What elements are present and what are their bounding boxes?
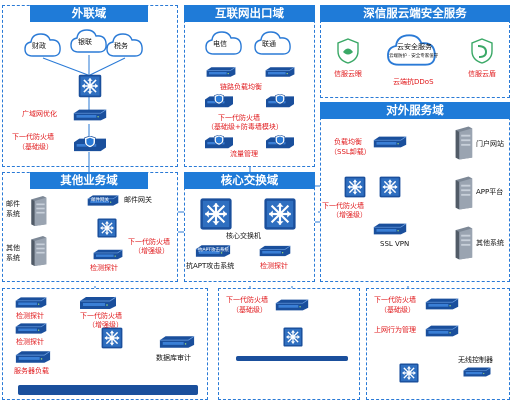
label-firewall-bottom-right-1: 下一代防火墙 [374,296,416,304]
zone-title-core: 核心交换域 [184,172,315,189]
server-lb-icon [14,350,52,364]
server-icon-other [28,236,48,266]
label-firewall-external-1: 下一代防火墙 [12,133,54,141]
firewall-icon-internet-b [264,94,296,108]
cloud-label-finance: 财政 [32,42,46,50]
label-lb-services-1: 负载均衡 [334,138,362,146]
label-mail-2: 系统 [6,210,20,218]
lb-icon-services [372,135,408,149]
cloud-eye-icon [337,38,359,64]
traffic-mgmt-icon-b [264,135,296,149]
label-firewall-external-2: （基础级） [18,143,53,151]
label-firewall-bottom-left-2: （增强级） [88,321,123,329]
label-traffic-mgmt: 流量管理 [230,150,258,158]
core-switch-icon-a [198,196,234,232]
cloud-label-tax: 税务 [114,42,128,50]
label-behavior-mgmt: 上网行为管理 [374,326,416,334]
ssl-vpn-icon [372,222,408,236]
label-probe-other-business: 检测探针 [90,264,118,272]
probe-icon-other-business [92,248,124,261]
label-portal: 门户网站 [476,140,504,148]
label-cloud-shield: 信服云盾 [468,70,496,78]
tag-mail-gateway: 邮件网关 [91,198,109,203]
label-db-audit: 数据库审计 [156,354,191,362]
label-firewall-services-1: 下一代防火墙 [322,202,364,210]
label-ssl-vpn: SSL VPN [380,240,410,248]
label-mail-gateway: 邮件网关 [124,196,152,204]
tag-apt-device: 抗APT攻击系统 [198,248,230,253]
label-other-2: 系统 [6,254,20,262]
firewall-icon-external [72,136,108,152]
probe-icon-bottom-left-2 [14,322,48,335]
cloud-label-unicom: 联通 [262,40,276,48]
label-firewall-internet-2: （基础级+防毒墙模块） [207,123,283,131]
probe-icon-core [258,244,292,258]
wan-optimizer-icon [72,108,108,122]
switch-icon-bottom-mid [282,326,304,348]
label-probe-core: 检测探针 [260,262,288,270]
label-cloud-security-service: 云安全服务 [397,43,432,51]
label-firewall-other-2: （增强级） [134,247,169,255]
db-audit-icon [158,335,196,349]
label-firewall-services-2: （增强级） [332,211,367,219]
label-cloud-ddos: 云端抗DDoS [393,78,434,86]
core-switch-icon-b [262,196,298,232]
label-wan-optimization: 广域网优化 [22,110,57,118]
switch-icon-other-business [96,217,118,239]
label-firewall-internet-1: 下一代防火墙 [218,114,260,122]
label-firewall-bottom-right-2: （基础级） [380,306,415,314]
server-icon-app [452,176,474,210]
cloud-shield-icon [471,38,493,64]
label-probe-bottom-left-2: 检测探针 [16,338,44,346]
zone-other-business [2,172,178,282]
label-firewall-bottom-mid-2: （基础级） [232,306,267,314]
label-firewall-bottom-left-1: 下一代防火墙 [80,312,122,320]
link-lb-icon-a [205,66,237,78]
switch-icon-bottom-right [398,362,420,384]
label-core-switch: 核心交换机 [226,232,261,240]
label-cloud-security-sub: 云端防护 · 安全专家值守 [389,54,439,59]
zone-title-external: 外联域 [30,5,148,22]
firewall-icon-bottom-left [78,296,118,310]
firewall-icon-bottom-mid [274,298,310,312]
zone-title-other-business: 其他业务域 [30,172,148,189]
cloud-label-unionpay: 银联 [78,38,92,46]
label-other-1: 其他 [6,244,20,252]
label-lb-services-2: （SSL卸载） [330,148,371,156]
label-app: APP平台 [476,188,504,196]
zone-title-external-services: 对外服务域 [320,102,510,119]
label-cloud-eye: 信服云眼 [334,70,362,78]
server-icon-portal [452,126,474,160]
server-icon-mail [28,196,48,226]
label-apt: 抗APT攻击系统 [186,262,235,270]
server-icon-others [452,226,474,260]
bottom-left-device-strip [18,385,198,395]
bottom-mid-bar [236,356,348,361]
label-firewall-other-1: 下一代防火墙 [128,238,170,246]
behavior-mgmt-icon [424,324,460,338]
switch-icon-services-b [378,175,402,199]
label-wireless-controller: 无线控制器 [458,356,493,364]
label-mail-1: 邮件 [6,200,20,208]
zone-title-internet: 互联网出口域 [184,5,315,22]
label-server-lb: 服务器负载 [14,367,49,375]
probe-icon-bottom-left-1 [14,296,48,309]
firewall-icon-bottom-right [424,297,460,311]
label-firewall-bottom-mid-1: 下一代防火墙 [226,296,268,304]
firewall-icon-internet-a [203,94,235,108]
router-icon-external [77,73,103,99]
zone-title-cloud-security: 深信服云端安全服务 [320,5,510,22]
label-link-lb: 链路负载均衡 [220,83,262,91]
label-probe-bottom-left-1: 检测探针 [16,312,44,320]
switch-icon-services-a [343,175,367,199]
cloud-label-telecom: 电信 [213,40,227,48]
traffic-mgmt-icon-a [203,135,235,149]
link-lb-icon-b [264,66,296,78]
switch-icon-bottom-left [100,326,124,350]
label-others: 其他系统 [476,239,504,247]
wireless-controller-icon [462,366,492,378]
